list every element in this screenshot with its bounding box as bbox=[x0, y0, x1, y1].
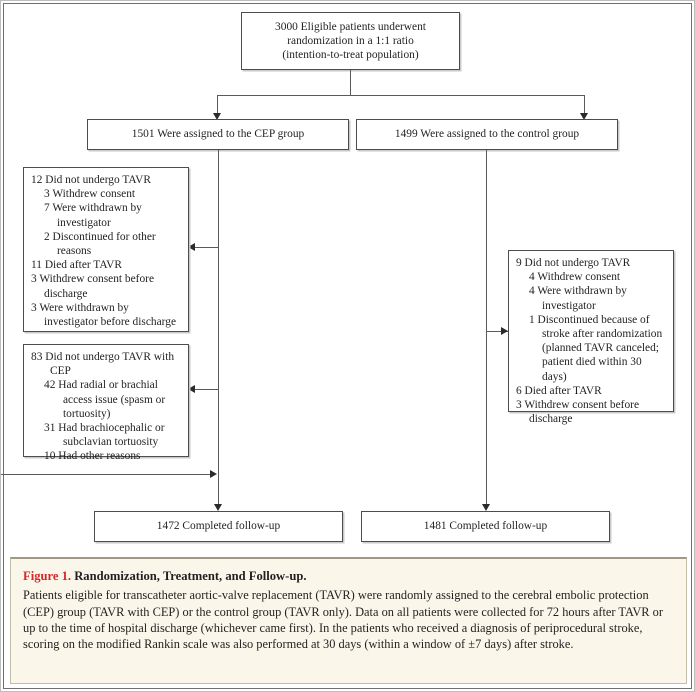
list-item: 6 Died after TAVR bbox=[516, 384, 602, 397]
connector-cep-spine bbox=[218, 150, 219, 506]
node-control-exclusions: 9 Did not undergo TAVR 4 Withdrew consen… bbox=[508, 250, 674, 425]
list-item: 3 Withdrew consent before discharge bbox=[31, 273, 155, 300]
followup-control-label: 1481 Completed follow-up bbox=[423, 520, 548, 533]
caption-number: Figure 1. bbox=[23, 569, 72, 583]
list-item: 42 Had radial or brachial access issue (… bbox=[44, 379, 166, 420]
connector-control-spine bbox=[486, 150, 487, 506]
connector-split-horizontal bbox=[217, 95, 584, 96]
list-item: 83 Did not undergo TAVR with CEP bbox=[31, 351, 175, 378]
cep-exclusions-1-list: 12 Did not undergo TAVR 3 Withdrew conse… bbox=[31, 173, 182, 329]
control-exclusions-list: 9 Did not undergo TAVR 4 Withdrew consen… bbox=[516, 256, 667, 426]
node-enrollment: 3000 Eligible patients underwent randomi… bbox=[241, 12, 460, 70]
list-item: 2 Discontinued for other reasons bbox=[44, 230, 156, 258]
list-item: 9 Did not undergo TAVR bbox=[516, 257, 631, 269]
node-allocation-cep: 1501 Were assigned to the CEP group bbox=[87, 119, 349, 150]
figure-caption: Figure 1. Randomization, Treatment, and … bbox=[10, 557, 687, 684]
connector-enrollment-stem bbox=[350, 70, 351, 95]
node-followup-cep: 1472 Completed follow-up bbox=[94, 511, 343, 542]
enrollment-line-3: (intention-to-treat population) bbox=[282, 49, 419, 62]
arrowhead-to-cep bbox=[213, 113, 221, 120]
node-followup-control: 1481 Completed follow-up bbox=[361, 511, 610, 542]
list-item: 3 Withdrew consent bbox=[44, 188, 136, 201]
followup-cep-label: 1472 Completed follow-up bbox=[156, 520, 281, 533]
allocation-cep-label: 1501 Were assigned to the CEP group bbox=[131, 128, 305, 141]
connector-split-right bbox=[584, 95, 585, 113]
caption-body: Patients eligible for transcatheter aort… bbox=[23, 588, 663, 652]
arrowhead-cep-exclusion-2 bbox=[188, 385, 195, 393]
connector-control-exclusion bbox=[486, 331, 508, 332]
list-item: 4 Were withdrawn by investigator bbox=[529, 285, 627, 312]
enrollment-line-1: 3000 Eligible patients underwent bbox=[275, 20, 426, 33]
connector-cep-return bbox=[1, 474, 211, 475]
arrowhead-control-followup bbox=[482, 504, 490, 511]
arrowhead-to-control bbox=[580, 113, 588, 120]
list-item: 12 Did not undergo TAVR bbox=[31, 174, 151, 186]
connector-cep-exclusion-2 bbox=[195, 389, 219, 390]
arrowhead-cep-return bbox=[210, 470, 217, 478]
list-item: 3 Were withdrawn by investigator before … bbox=[31, 301, 176, 329]
arrowhead-cep-exclusion-1 bbox=[188, 243, 195, 251]
enrollment-line-2: randomization in a 1:1 ratio bbox=[287, 34, 414, 47]
caption-title: Figure 1. Randomization, Treatment, and … bbox=[23, 568, 674, 584]
list-item: 31 Had brachiocephalic or subclavian tor… bbox=[44, 422, 165, 449]
list-item: 4 Withdrew consent bbox=[529, 271, 621, 284]
arrowhead-cep-followup bbox=[214, 504, 222, 511]
connector-cep-exclusion-1 bbox=[195, 247, 219, 248]
node-cep-exclusions-1: 12 Did not undergo TAVR 3 Withdrew conse… bbox=[23, 167, 189, 332]
list-item: 7 Were withdrawn by investigator bbox=[44, 202, 142, 229]
node-cep-exclusions-2: 83 Did not undergo TAVR with CEP 42 Had … bbox=[23, 344, 189, 462]
arrowhead-control-exclusion bbox=[501, 327, 508, 335]
list-item: 3 Withdrew consent before discharge bbox=[516, 399, 640, 426]
connector-split-left bbox=[217, 95, 218, 113]
list-item: 1 Discontinued because of stroke after r… bbox=[529, 313, 663, 383]
caption-title-text: Randomization, Treatment, and Follow-up. bbox=[74, 569, 307, 583]
allocation-control-label: 1499 Were assigned to the control group bbox=[394, 128, 580, 141]
list-item: 10 Had other reasons bbox=[44, 450, 141, 463]
cep-exclusions-2-list: 83 Did not undergo TAVR with CEP 42 Had … bbox=[31, 350, 182, 464]
consort-flow-diagram: 3000 Eligible patients underwent randomi… bbox=[1, 1, 695, 553]
list-item: 11 Died after TAVR bbox=[31, 259, 122, 272]
node-allocation-control: 1499 Were assigned to the control group bbox=[356, 119, 618, 150]
